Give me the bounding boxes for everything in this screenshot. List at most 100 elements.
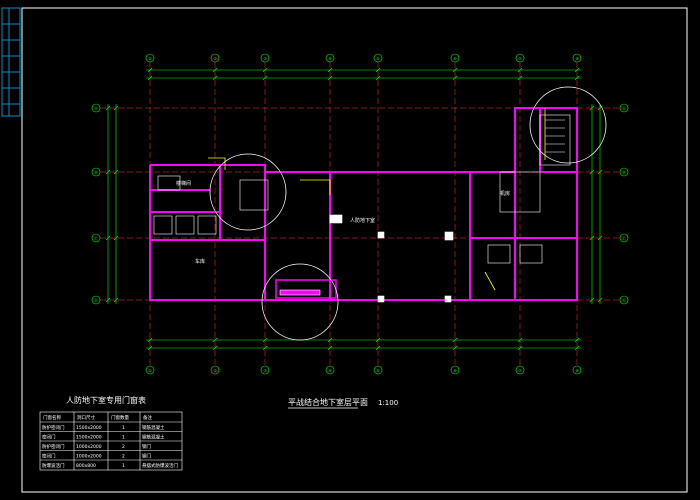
axis-bubble-label: Ⓑ	[94, 169, 98, 175]
dimension-tick	[262, 67, 268, 73]
axis-bubble	[91, 167, 101, 177]
dimension-tick	[375, 337, 381, 343]
dimension-tick	[147, 337, 153, 343]
axis-bubble-label: ③	[263, 368, 267, 373]
axis-bubble-label: ④	[328, 368, 332, 373]
axis-bubble-label: ⑤	[376, 56, 380, 61]
axis-bubble-label: Ⓐ	[622, 105, 626, 111]
door-table-cell: 密闭门	[42, 453, 56, 460]
axis-bubble	[450, 365, 460, 375]
dimension-tick	[113, 169, 119, 175]
door-table-cell: 密闭门	[42, 434, 56, 441]
door-table-cell: 1000x2000	[76, 454, 102, 460]
dimension-tick	[452, 345, 458, 351]
axis-bubble	[325, 53, 335, 63]
dimension-tick	[452, 67, 458, 73]
axis-bubble-label: Ⓒ	[94, 235, 98, 241]
axis-bubble-label: ⑤	[376, 368, 380, 373]
dimension-tick	[375, 67, 381, 73]
door-table-cell: 钢筋混凝土	[142, 434, 165, 441]
dimension-tick	[113, 297, 119, 303]
door-table-title: 人防地下室专用门窗表	[66, 395, 146, 405]
door-table-cell: 防爆波活门	[42, 462, 65, 469]
dimension-tick	[517, 75, 523, 81]
dimension-tick	[452, 75, 458, 81]
dimension-tick	[574, 67, 580, 73]
door-table-cell: 防护密闭门	[42, 424, 65, 431]
axis-bubble-label: Ⓓ	[94, 297, 98, 303]
door-table-cell: 防护密闭门	[42, 443, 65, 450]
axis-bubble	[450, 53, 460, 63]
dimension-tick	[147, 67, 153, 73]
annotations	[208, 108, 546, 291]
interior-details	[153, 114, 571, 303]
axis-bubble	[91, 103, 101, 113]
axis-bubble	[145, 365, 155, 375]
door-table-cell: 钢门	[142, 443, 151, 450]
door-table-cell: 钢门	[142, 453, 151, 460]
room-label-shelter: 人防地下室	[350, 217, 375, 224]
axis-bubble-label: ①	[148, 56, 152, 61]
dimension-tick	[452, 337, 458, 343]
dimension-tick	[147, 345, 153, 351]
dimension-tick	[105, 105, 111, 111]
axis-bubble-label: ③	[263, 56, 267, 61]
axis-bubble	[145, 53, 155, 63]
door-table-cell: 2	[122, 444, 125, 450]
door-table-cell: 1500x2000	[76, 435, 102, 441]
dimension-tick	[113, 105, 119, 111]
axis-bubble	[619, 233, 629, 243]
room-labels: 楼梯间 人防地下室 车库 机房	[176, 180, 510, 265]
dimension-tick	[212, 75, 218, 81]
axis-bubble-label: ⑥	[453, 56, 457, 61]
axis-bubble-label: ②	[213, 56, 217, 61]
axis-bubble-label: Ⓒ	[622, 235, 626, 241]
dimension-tick	[375, 75, 381, 81]
door-table-header: 门窗名称	[43, 414, 61, 421]
axis-bubble	[619, 295, 629, 305]
dimension-tick	[262, 345, 268, 351]
dimension-tick	[105, 169, 111, 175]
dimension-tick	[327, 67, 333, 73]
door-table-cell: 800x800	[76, 463, 96, 469]
dimension-tick	[517, 345, 523, 351]
dimension-tick	[262, 75, 268, 81]
door-table-cell: 钢筋混凝土	[142, 424, 165, 431]
door-table-cell: 1000x2000	[76, 444, 102, 450]
axis-bubble	[515, 365, 525, 375]
axis-bubble	[373, 365, 383, 375]
dimension-tick	[212, 345, 218, 351]
axis-bubble-label: ⑦	[518, 56, 522, 61]
axis-bubble	[619, 103, 629, 113]
axis-bubble-label: ④	[328, 56, 332, 61]
room-label-plant: 机房	[500, 190, 510, 197]
door-table-header: 备注	[143, 414, 152, 421]
dimension-tick	[574, 337, 580, 343]
door-table-cell: 1	[122, 425, 125, 431]
door-table-cell: 1	[122, 435, 125, 441]
dimension-tick	[574, 75, 580, 81]
dimension-lines	[105, 67, 603, 351]
axis-bubble	[210, 365, 220, 375]
door-table-cell: 2	[122, 454, 125, 460]
dimension-tick	[105, 297, 111, 303]
dimension-tick	[574, 345, 580, 351]
axis-bubble-label: Ⓐ	[94, 105, 98, 111]
detail-callouts	[209, 86, 607, 341]
axis-bubble-label: ⑧	[575, 368, 579, 373]
dimension-tick	[262, 337, 268, 343]
drawing-frame	[21, 7, 688, 493]
building-walls	[149, 107, 578, 301]
door-table-header: 门窗数量	[111, 414, 129, 421]
axis-bubble-label: ⑧	[575, 56, 579, 61]
axis-bubble	[260, 53, 270, 63]
door-table-header: 洞口尺寸	[77, 414, 95, 421]
title-block	[1, 7, 21, 117]
axis-bubble	[91, 233, 101, 243]
axis-bubble-label: ⑥	[453, 368, 457, 373]
dimension-tick	[517, 67, 523, 73]
axis-bubble	[210, 53, 220, 63]
axis-bubble	[572, 53, 582, 63]
dimension-tick	[113, 235, 119, 241]
